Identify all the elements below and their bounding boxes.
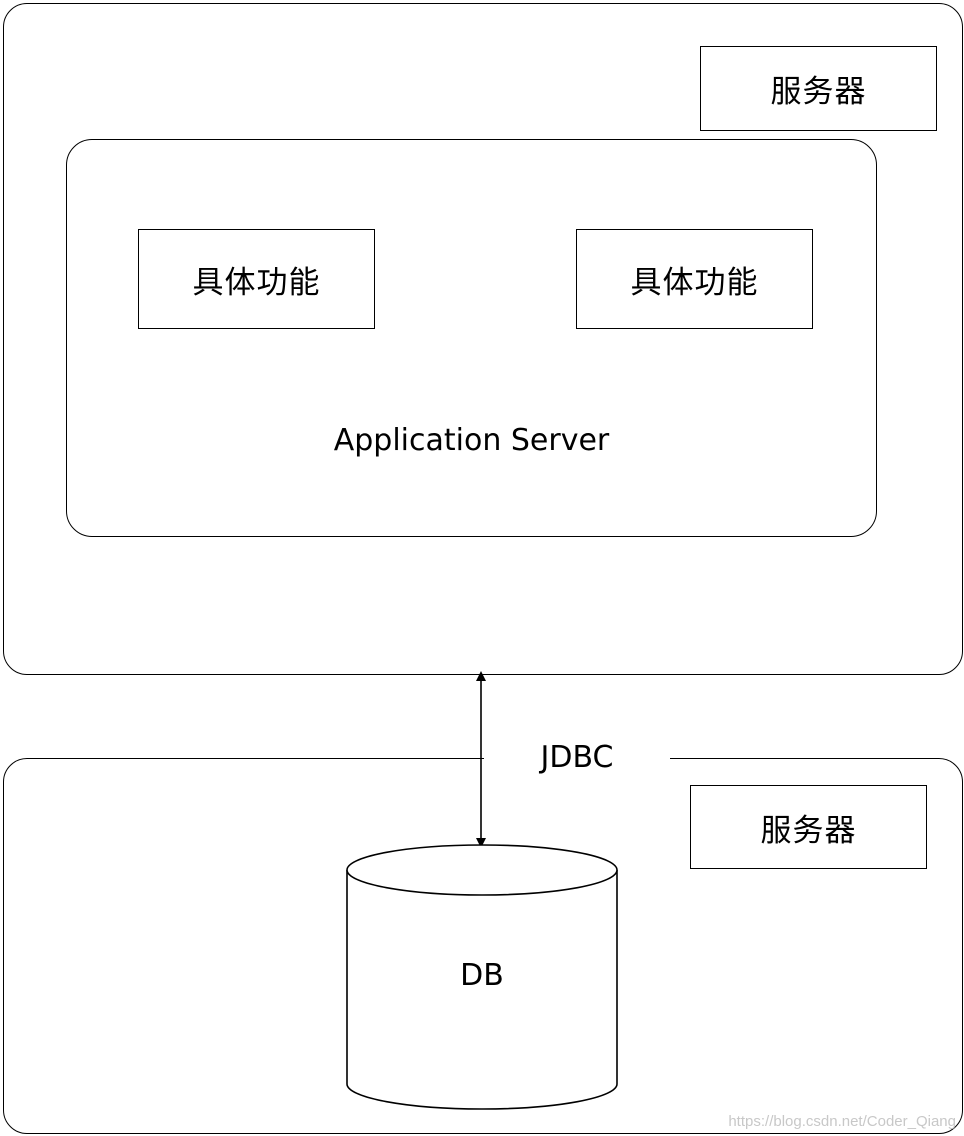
feature-label: 具体功能 (630, 264, 759, 301)
database-cylinder: DB (346, 844, 618, 1110)
server-label: 服务器 (770, 74, 867, 110)
application-server-label: Application Server (333, 422, 610, 458)
jdbc-label: JDBC (484, 736, 670, 778)
watermark: https://blog.csdn.net/Coder_Qiang (728, 1113, 956, 1130)
feature-box: 具体功能 (576, 229, 813, 329)
server-label: 服务器 (760, 812, 857, 849)
feature-label: 具体功能 (192, 264, 321, 301)
feature-box: 具体功能 (138, 229, 375, 329)
server-label-box: 服务器 (700, 46, 937, 131)
server-label-box: 服务器 (690, 785, 927, 869)
database-label: DB (460, 958, 504, 993)
application-server-box (66, 139, 877, 537)
